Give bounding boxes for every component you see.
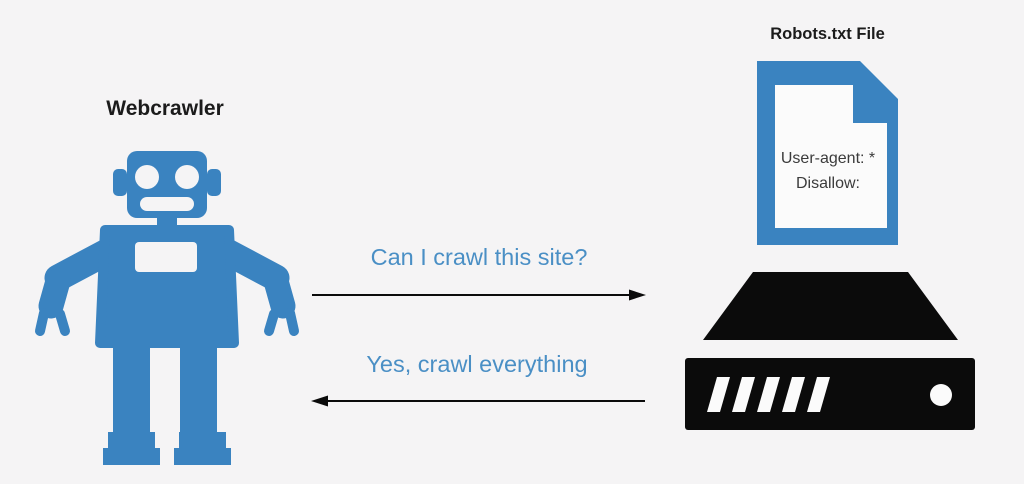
robots-directive-disallow: Disallow: [795, 175, 860, 192]
robots-directive-user-agent: User-agent: * [780, 150, 876, 167]
robots-file-content: User-agent: * Disallow: [768, 146, 888, 196]
request-message-label: Can I crawl this site? [370, 244, 588, 270]
left-arrow-icon [311, 395, 645, 407]
response-message-label: Yes, crawl everything [366, 351, 588, 377]
robot-icon [35, 151, 299, 465]
robots-file-title: Robots.txt File [770, 25, 885, 43]
right-arrow-icon [312, 289, 646, 301]
server-icon [685, 272, 975, 430]
document-icon [757, 61, 898, 245]
webcrawler-title: Webcrawler [106, 97, 224, 120]
